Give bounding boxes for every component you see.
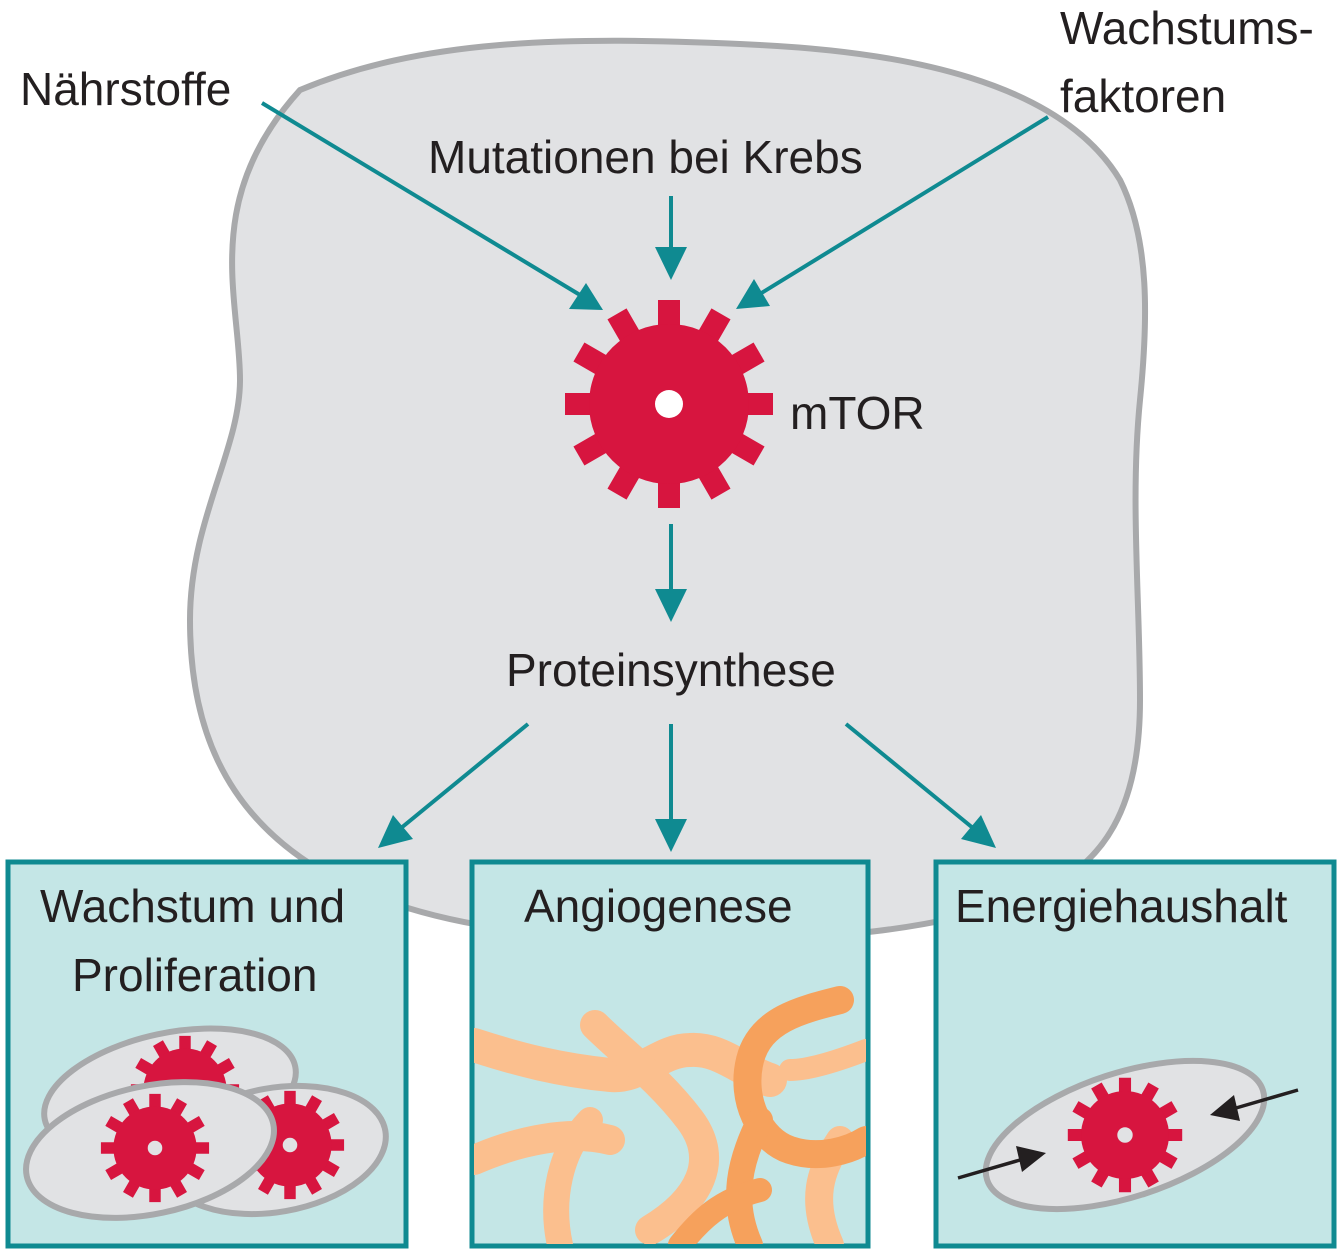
label-wachstums-line1: Wachstums- (1060, 2, 1314, 54)
arrow-to-wachstum (378, 722, 530, 848)
gear-icon (1067, 1077, 1183, 1193)
label-wachstums-line2: faktoren (1060, 70, 1226, 122)
arrow-wachstumsfaktoren (736, 115, 1050, 309)
box-angiogenese: Angiogenese (469, 859, 871, 1249)
arrow-mtor-proteinsynthese (655, 524, 687, 622)
label-mutationen: Mutationen bei Krebs (428, 131, 863, 183)
arrow-to-energie (844, 722, 996, 848)
label-mtor: mTOR (790, 387, 925, 439)
label-naehrstoffe: Nährstoffe (20, 63, 231, 115)
arrow-to-angiogenese (655, 724, 687, 852)
arrow-naehrstoffe (260, 101, 603, 310)
label-wachstum-line1: Wachstum und (40, 880, 345, 932)
arrow-mutationen (655, 196, 687, 280)
label-proteinsynthese: Proteinsynthese (506, 644, 836, 696)
label-wachstum-line2: Proliferation (72, 949, 317, 1001)
box-energie: Energiehaushalt (933, 859, 1337, 1249)
gear-icon (100, 1093, 210, 1203)
label-angiogenese: Angiogenese (524, 880, 793, 932)
blood-vessels-icon (474, 986, 866, 1244)
box-wachstum: Wachstum und Proliferation (5, 859, 409, 1249)
compression-arrow-right-icon (1210, 1088, 1299, 1121)
compression-arrow-left-icon (957, 1146, 1046, 1180)
label-energie: Energiehaushalt (955, 880, 1288, 932)
mtor-gear-icon (565, 300, 773, 508)
